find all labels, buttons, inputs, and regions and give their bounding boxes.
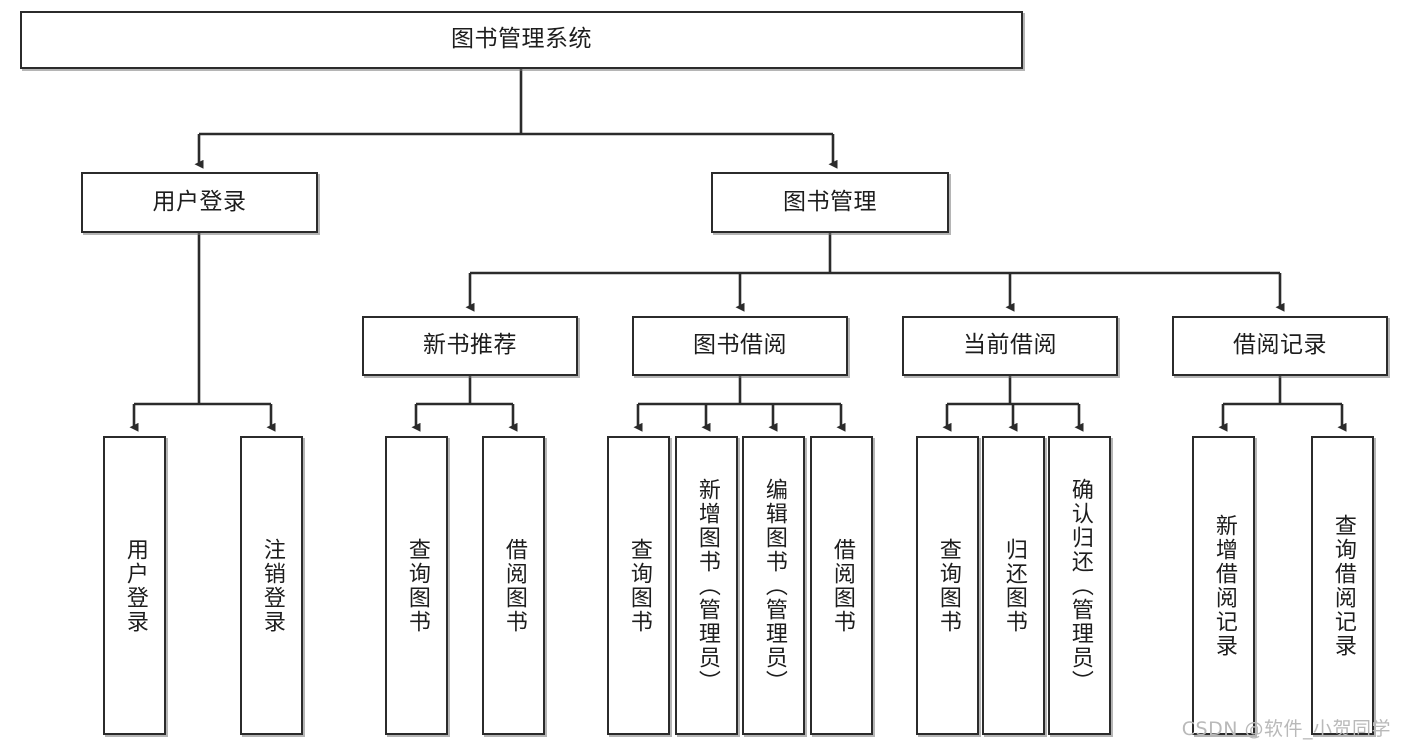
node-new-book-rec[interactable]: 新书推荐 [362, 316, 578, 376]
leaf-query-book-3-label: 查询图书 [935, 537, 961, 634]
node-user-login[interactable]: 用户登录 [81, 172, 318, 233]
node-borrow-record-label: 借阅记录 [1233, 332, 1327, 359]
node-current-borrow[interactable]: 当前借阅 [902, 316, 1118, 376]
leaf-query-book-1[interactable]: 查询图书 [385, 436, 448, 735]
node-root[interactable]: 图书管理系统 [20, 11, 1023, 69]
leaf-user-login[interactable]: 用户登录 [103, 436, 166, 735]
leaf-query-book-3[interactable]: 查询图书 [916, 436, 979, 735]
leaf-query-book-2[interactable]: 查询图书 [607, 436, 670, 735]
node-book-borrow-label: 图书借阅 [693, 332, 787, 359]
node-current-borrow-label: 当前借阅 [963, 332, 1057, 359]
leaf-query-record-label: 查询借阅记录 [1330, 513, 1356, 658]
leaf-add-record[interactable]: 新增借阅记录 [1192, 436, 1255, 735]
node-book-manage[interactable]: 图书管理 [711, 172, 949, 233]
leaf-query-record[interactable]: 查询借阅记录 [1311, 436, 1374, 735]
leaf-return-book-label: 归还图书 [1001, 537, 1027, 634]
leaf-borrow-book-1-label: 借阅图书 [501, 537, 527, 634]
leaf-query-book-2-label: 查询图书 [626, 537, 652, 634]
leaf-add-book[interactable]: 新增图书（管理员） [675, 436, 738, 735]
leaf-add-record-label: 新增借阅记录 [1211, 513, 1237, 658]
node-book-manage-label: 图书管理 [783, 188, 877, 215]
node-book-borrow[interactable]: 图书借阅 [632, 316, 848, 376]
node-new-book-rec-label: 新书推荐 [423, 332, 517, 359]
node-user-login-label: 用户登录 [152, 188, 247, 215]
leaf-borrow-book-1[interactable]: 借阅图书 [482, 436, 545, 735]
leaf-user-login-label: 用户登录 [122, 537, 148, 634]
leaf-confirm-return-label: 确认归还（管理员） [1067, 477, 1093, 694]
leaf-logout-label: 注销登录 [259, 537, 285, 634]
leaf-borrow-book-2-label: 借阅图书 [829, 537, 855, 634]
leaf-confirm-return[interactable]: 确认归还（管理员） [1048, 436, 1111, 735]
leaf-add-book-label: 新增图书（管理员） [694, 477, 720, 694]
leaf-edit-book[interactable]: 编辑图书（管理员） [742, 436, 805, 735]
leaf-return-book[interactable]: 归还图书 [982, 436, 1045, 735]
node-root-label: 图书管理系统 [451, 26, 592, 53]
leaf-logout[interactable]: 注销登录 [240, 436, 303, 735]
leaf-borrow-book-2[interactable]: 借阅图书 [810, 436, 873, 735]
watermark-text: CSDN @软件_小贺同学 [1181, 718, 1391, 740]
leaf-edit-book-label: 编辑图书（管理员） [761, 477, 787, 694]
leaf-query-book-1-label: 查询图书 [404, 537, 430, 634]
node-borrow-record[interactable]: 借阅记录 [1172, 316, 1388, 376]
